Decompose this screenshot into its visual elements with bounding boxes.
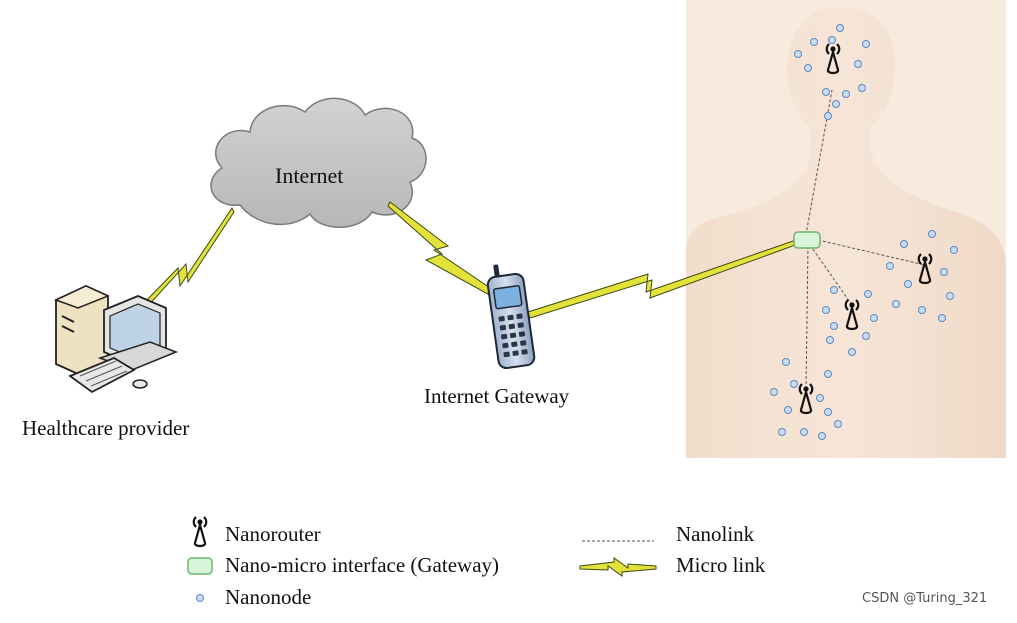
legend-nanonode-label: Nanonode: [225, 585, 312, 609]
legend-nanolink-label: Nanolink: [676, 522, 755, 546]
nanolink-right: [817, 239, 926, 266]
legend-microlink-label: Micro link: [676, 553, 766, 577]
desktop-computer-icon: [54, 285, 179, 394]
watermark-text: CSDN @Turing_321: [862, 591, 988, 606]
legend-interface-label: Nano-micro interface (Gateway): [225, 553, 500, 577]
nanolink-middle: [809, 244, 853, 306]
internet-label: Internet: [275, 163, 344, 188]
mobile-phone-icon: [486, 264, 536, 370]
nanonodes: [770, 24, 958, 440]
nanonode-swatch: [196, 594, 204, 602]
nanorouter-icon: [825, 43, 841, 75]
interface-swatch: [187, 557, 213, 575]
nanorouter-icon: [844, 299, 860, 331]
internet-cloud: [210, 97, 427, 228]
nano-micro-interface: [793, 231, 821, 249]
human-body-silhouette: [686, 0, 1006, 458]
legend-icons: [187, 516, 657, 602]
nanorouters: [798, 43, 933, 415]
gateway-label: Internet Gateway: [424, 384, 570, 408]
legend-nanorouter-label: Nanorouter: [225, 522, 321, 546]
microlink-swatch: [579, 557, 657, 577]
nanorouter-icon: [917, 253, 933, 285]
provider-label: Healthcare provider: [22, 416, 190, 440]
nanorouter-icon: [798, 383, 814, 415]
microlink-computer-internet: [141, 207, 235, 309]
nanolink-bottom: [805, 245, 809, 391]
nanorouter-icon: [192, 516, 208, 548]
